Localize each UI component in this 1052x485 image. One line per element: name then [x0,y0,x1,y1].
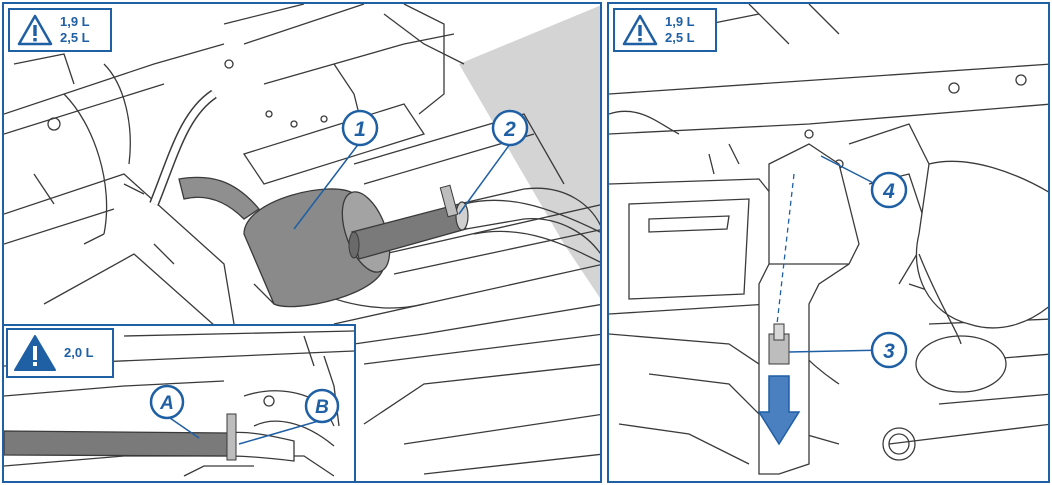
callout-1: 1 [341,109,379,147]
clamp [439,184,459,218]
warning-triangle-outline-icon [622,14,658,46]
warning-triangle-filled-icon [14,335,56,371]
callout-4: 4 [870,171,908,209]
callout-3-label: 3 [883,340,895,363]
inset-line-drawing: A B [4,330,354,477]
inset-clamp [226,413,237,461]
warning-engine-1: 1,9 L [60,14,90,29]
right-warning-engine-2: 2,5 L [665,30,695,45]
right-line-drawing: 4 3 [609,4,1048,475]
callout-2: 2 [491,109,529,147]
warning-tag: 1,9 L 2,5 L [8,8,112,52]
callout-b: B [304,388,340,424]
callout-a: A [149,384,185,420]
left-callouts: 1 2 [293,109,529,230]
callout-a-label: A [159,393,174,414]
down-arrow-icon [757,375,801,446]
left-line-drawing [4,4,600,475]
callout-4-label: 4 [882,180,895,203]
inset-diagram-panel: A B 2,0 L [2,324,356,483]
right-warning-engine-1: 1,9 L [665,14,695,29]
callout-1-label: 1 [354,118,366,141]
callout-b-label: B [315,397,329,418]
warning-triangle-outline-icon [17,14,53,46]
tail-pipe [348,187,600,260]
callout-2-label: 2 [503,118,516,141]
right-diagram-panel: 4 3 1,9 L 2,5 L [607,2,1050,483]
warning-engine-2: 2,5 L [60,30,90,45]
callout-3: 3 [870,331,908,369]
inset-warning-engine: 2,0 L [64,345,94,360]
right-warning-tag: 1,9 L 2,5 L [613,8,717,52]
inset-warning-tag: 2,0 L [6,328,114,378]
